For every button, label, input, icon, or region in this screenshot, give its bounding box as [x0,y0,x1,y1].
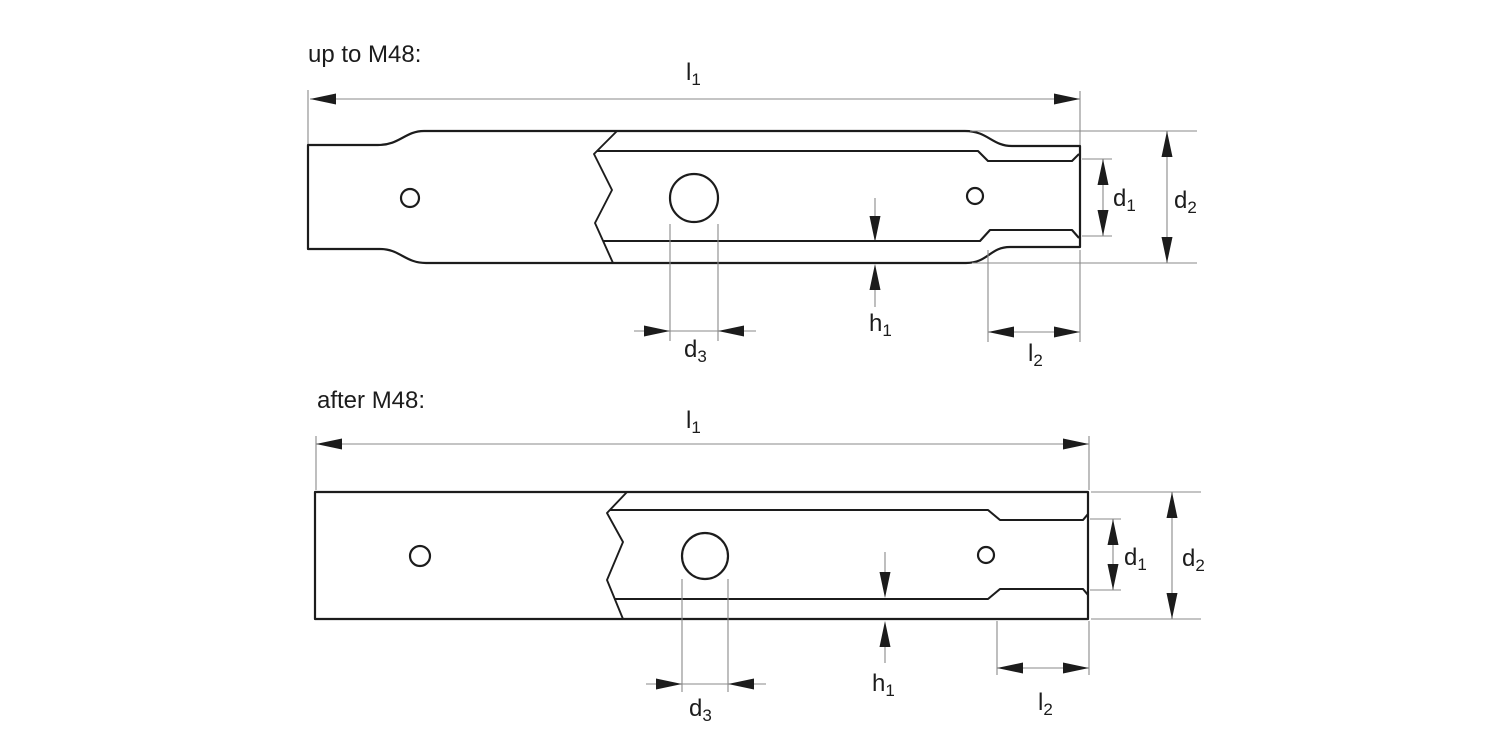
dimension-l1: l1 [307,59,1081,145]
dimension-d1: d1 [1090,518,1147,591]
arrowhead [1097,159,1109,236]
dimension-line [1090,518,1121,591]
large-hole-d3 [680,531,730,581]
arrowhead [879,572,891,647]
shank-outline [306,129,1082,265]
dimension-d3: d3 [646,579,766,725]
dim-label-d2: d2 [1182,545,1205,575]
dim-label-d1: d1 [1113,185,1136,215]
drawing-up-to-m48: up to M48: l1 d2 d1 [306,41,1197,370]
shank-outline [313,490,1090,621]
dim-label-d2: d2 [1174,187,1197,217]
square-end-inner-lines [610,508,1089,601]
dimension-d1: d1 [1082,158,1136,237]
dim-label-l2: l2 [1028,340,1043,370]
dimension-l1: l1 [315,407,1090,490]
dimension-d2: d2 [1091,491,1205,620]
dim-label-l1: l1 [686,407,701,437]
small-hole-right [965,186,985,206]
drawing-after-m48: after M48: l1 d2 d1 [313,387,1205,725]
drawing-title-after-m48: after M48: [317,387,425,414]
dimension-h1: h1 [872,552,895,700]
break-line [606,491,628,620]
dimension-d2: d2 [970,130,1197,264]
dimension-line [1082,158,1112,237]
dim-label-d3: d3 [684,336,707,366]
small-hole-left [408,544,432,568]
arrowhead [988,326,1080,338]
dimension-h1: h1 [869,198,892,340]
dimension-l2: l2 [996,621,1090,719]
arrowhead [997,662,1089,674]
dimension-line [646,579,766,692]
dimension-d3: d3 [634,224,756,366]
break-line [593,130,618,264]
arrowhead [1107,519,1119,590]
arrowhead [644,325,744,337]
dim-label-d3: d3 [689,695,712,725]
small-hole-right [976,545,996,565]
arrowhead [869,216,881,290]
dim-label-d1: d1 [1124,544,1147,574]
arrowhead [1166,492,1178,619]
dimension-line [307,90,1081,145]
dim-label-h1: h1 [869,310,892,340]
arrowhead [656,678,754,690]
drawing-title-up-to-m48: up to M48: [308,41,421,68]
dim-label-l2: l2 [1038,689,1053,719]
large-hole-d3 [668,172,720,224]
dim-label-l1: l1 [686,59,701,89]
dim-label-h1: h1 [872,670,895,700]
dimension-line [987,250,1081,342]
dimension-line [315,436,1090,490]
dimension-l2: l2 [987,250,1081,370]
small-hole-left [399,187,421,209]
square-end-inner-lines [597,149,1080,243]
